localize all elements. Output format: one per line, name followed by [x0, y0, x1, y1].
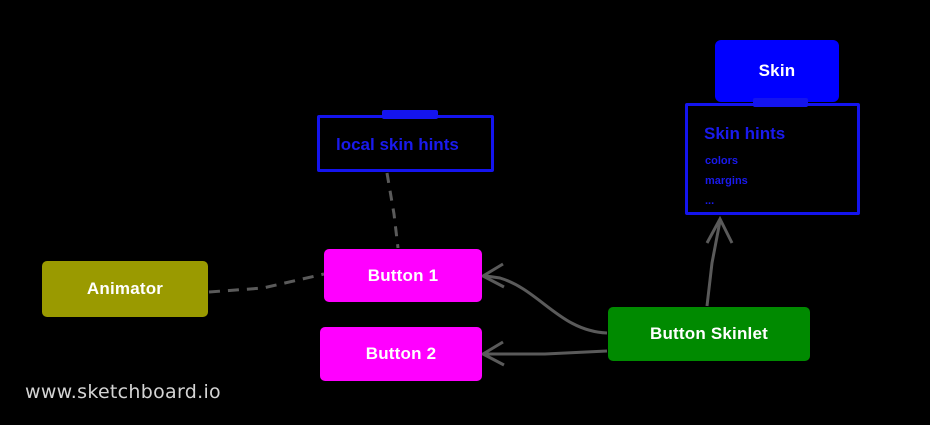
node-button-2[interactable]: Button 2 [320, 327, 482, 381]
connector-animator-to-button1 [208, 272, 325, 294]
arrowhead-skinlet-to-button1 [479, 262, 505, 289]
node-button-skinlet-label: Button Skinlet [649, 324, 768, 343]
connector-skinlet-to-skinhints [705, 220, 722, 307]
arrowhead-skinlet-to-skinhints [705, 215, 734, 244]
skin-hints-title: Skin hints [704, 124, 786, 143]
skin-hints-line-colors: colors [705, 155, 739, 167]
watermark: www.sketchboard.io [25, 381, 221, 403]
node-skin-hints[interactable]: Skin hints colors margins ... [685, 98, 860, 215]
node-local-skin-hints[interactable]: local skin hints [317, 110, 494, 172]
skin-hints-line-ellipsis: ... [705, 195, 715, 207]
skin-hints-line-margins: margins [705, 175, 748, 187]
node-animator[interactable]: Animator [42, 261, 208, 317]
skin-hints-tab [753, 98, 808, 107]
local-skin-hints-tab [382, 110, 438, 119]
node-button-2-label: Button 2 [365, 344, 437, 363]
node-skin[interactable]: Skin [715, 40, 839, 102]
arrowhead-skinlet-to-button2 [479, 340, 505, 367]
node-animator-label: Animator [86, 279, 164, 298]
node-button-1[interactable]: Button 1 [324, 249, 482, 302]
local-skin-hints-title: local skin hints [336, 135, 459, 154]
connector-localskinhints-to-button1 [385, 172, 400, 249]
connector-skinlet-to-button2 [486, 349, 608, 356]
node-button-1-label: Button 1 [367, 265, 439, 285]
node-button-skinlet[interactable]: Button Skinlet [608, 307, 810, 361]
connector-skinlet-to-button1 [485, 274, 608, 335]
node-skin-label: Skin [758, 61, 796, 80]
